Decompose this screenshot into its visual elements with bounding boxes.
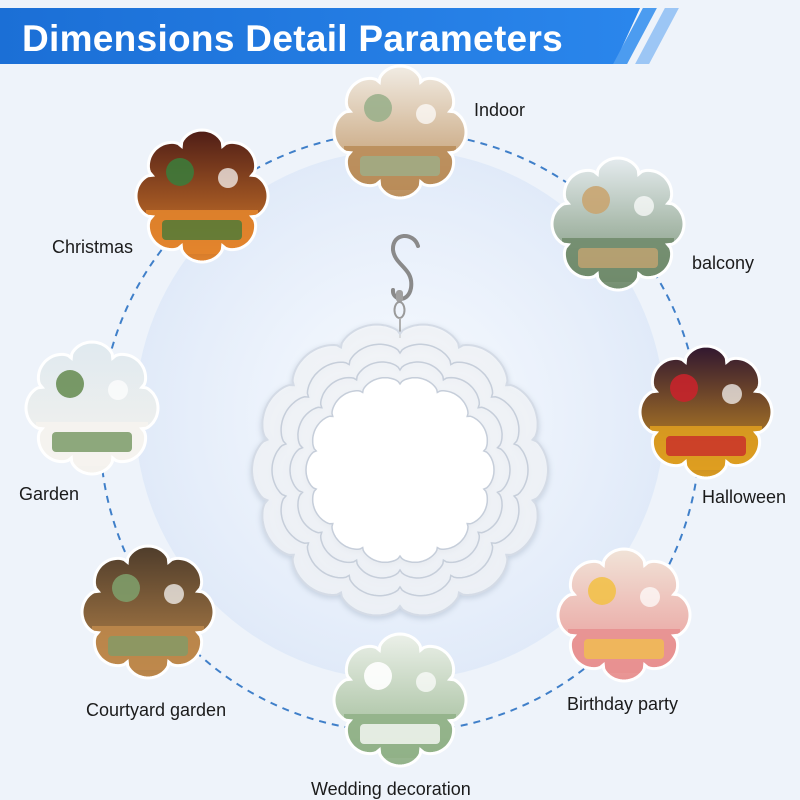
label-garden: Garden [19,484,80,504]
scene-thumbnail-courtyard [80,544,216,680]
page-title: Dimensions Detail Parameters [22,18,564,59]
label-halloween: Halloween [702,487,787,507]
scene-thumbnail-wedding [332,632,468,768]
scene-thumbnail-garden [24,340,160,476]
spinner-flower-icon [250,323,550,617]
scene-thumbnail-indoor [332,64,468,200]
label-christmas: Christmas [52,237,134,257]
scene-thumbnail-birthday [556,547,692,683]
label-wedding: Wedding decoration [311,779,471,799]
label-courtyard: Courtyard garden [86,700,227,720]
label-birthday: Birthday party [567,694,679,714]
spinner-ring [289,361,511,579]
title-banner: Dimensions Detail Parameters [0,8,640,64]
scene-thumbnail-halloween [638,344,774,480]
scene-thumbnail-christmas [134,128,270,264]
spinner-ring [305,376,495,564]
spinner-ring [271,343,529,597]
label-balcony: balcony [692,253,755,273]
s-hook-icon [391,234,420,301]
swivel-icon [396,290,403,302]
spinner-ring [250,323,550,617]
label-indoor: Indoor [474,100,526,120]
swivel-ring-icon [393,301,406,319]
scene-thumbnail-balcony [550,156,686,292]
